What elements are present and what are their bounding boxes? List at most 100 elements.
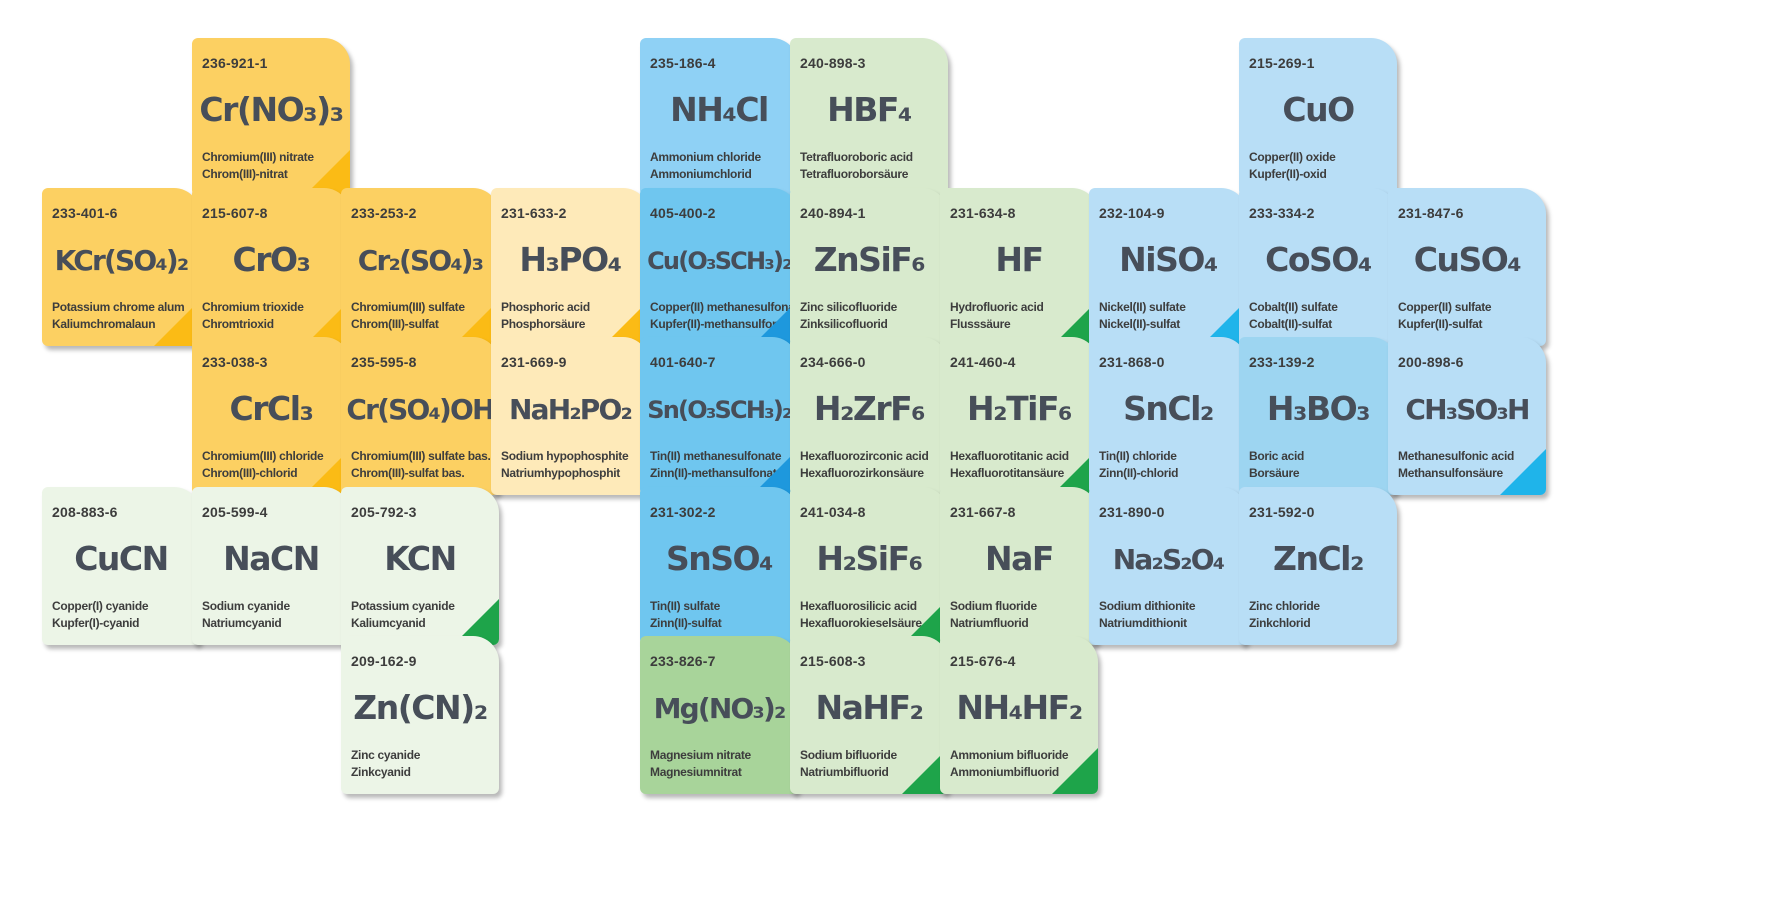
english-name: Zinc chloride: [1249, 599, 1320, 613]
english-name: Copper(II) sulfate: [1398, 300, 1492, 314]
chemical-formula: Mg(NO₃)₂: [653, 692, 787, 725]
chemical-formula: HBF₄: [827, 90, 912, 129]
ec-number: 231-868-0: [1099, 354, 1165, 370]
ec-number: 234-666-0: [800, 354, 866, 370]
ec-number: 231-592-0: [1249, 504, 1315, 520]
german-name: Tetrafluoroborsäure: [800, 167, 909, 181]
german-name: Chromtrioxid: [202, 317, 274, 331]
ec-number: 233-401-6: [52, 205, 118, 221]
chemical-formula: CrO₃: [232, 240, 312, 279]
german-name: Kupfer(I)-cyanid: [52, 616, 140, 630]
german-name: Natriumfluorid: [950, 616, 1029, 630]
german-name: Zinkchlorid: [1249, 616, 1311, 630]
ec-number: 401-640-7: [650, 354, 716, 370]
german-name: Chrom(III)-sulfat bas.: [351, 466, 465, 480]
ec-number: 233-038-3: [202, 354, 268, 370]
english-name: Sodium cyanide: [202, 599, 290, 613]
german-name: Zinn(II)-chlorid: [1099, 466, 1179, 480]
german-name: Flusssäure: [950, 317, 1011, 331]
german-name: Phosphorsäure: [501, 317, 586, 331]
german-name: Kupfer(II)-sulfat: [1398, 317, 1483, 331]
ec-number: 231-890-0: [1099, 504, 1165, 520]
english-name: Ammonium chloride: [650, 150, 761, 164]
chemical-formula: H₃PO₄: [519, 240, 622, 279]
ec-number: 236-921-1: [202, 55, 268, 71]
german-name: Zinn(II)-sulfat: [650, 616, 722, 630]
german-name: Natriumbifluorid: [800, 765, 889, 779]
english-name: Sodium bifluoride: [800, 748, 897, 762]
chemical-formula: H₂ZrF₆: [813, 389, 926, 428]
english-name: Tetrafluoroboric acid: [800, 150, 913, 164]
ec-number: 233-826-7: [650, 653, 716, 669]
english-name: Methanesulfonic acid: [1398, 449, 1515, 463]
english-name: Cobalt(II) sulfate: [1249, 300, 1338, 314]
german-name: Cobalt(II)-sulfat: [1249, 317, 1332, 331]
chemical-formula: Cr(SO₄)OH: [346, 393, 495, 426]
english-name: Ammonium bifluoride: [950, 748, 1069, 762]
ec-number: 215-269-1: [1249, 55, 1315, 71]
english-name: Zinc cyanide: [351, 748, 421, 762]
ec-number: 208-883-6: [52, 504, 118, 520]
english-name: Chromium(III) sulfate bas.: [351, 449, 491, 463]
english-name: Nickel(II) sulfate: [1099, 300, 1186, 314]
ec-number: 235-595-8: [351, 354, 417, 370]
ec-number: 233-139-2: [1249, 354, 1315, 370]
chemical-formula: Sn(O₃SCH₃)₂: [647, 396, 792, 424]
chemical-formula: CuCN: [74, 539, 169, 578]
german-name: Natriumdithionit: [1099, 616, 1187, 630]
chemical-formula: H₂TiF₆: [967, 389, 1072, 428]
chemical-formula: ZnCl₂: [1273, 539, 1364, 578]
chemical-formula: CoSO₄: [1265, 240, 1372, 279]
ec-number: 215-608-3: [800, 653, 866, 669]
chemical-formula: SnCl₂: [1123, 389, 1214, 428]
chemical-formula: Cu(O₃SCH₃)₂: [647, 247, 793, 275]
ec-number: 233-334-2: [1249, 205, 1315, 221]
english-name: Hexafluorozirconic acid: [800, 449, 929, 463]
english-name: Zinc silicofluoride: [800, 300, 897, 314]
ec-number: 231-302-2: [650, 504, 716, 520]
german-name: Nickel(II)-sulfat: [1099, 317, 1180, 331]
german-name: Hexafluorozirkonsäure: [800, 466, 924, 480]
chemical-formula: KCN: [384, 539, 457, 578]
ec-number: 205-792-3: [351, 504, 417, 520]
ec-number: 215-607-8: [202, 205, 268, 221]
german-name: Hexafluorokieselsäure: [800, 616, 922, 630]
english-name: Chromium(III) nitrate: [202, 150, 314, 164]
ec-number: 231-634-8: [950, 205, 1016, 221]
chemical-formula: CuO: [1282, 90, 1355, 129]
ec-number: 241-460-4: [950, 354, 1016, 370]
german-name: Kaliumchromalaun: [52, 317, 156, 331]
chemical-formula: Cr₂(SO₄)₃: [357, 244, 484, 277]
chemical-formula: ZnSiF₆: [813, 240, 926, 279]
english-name: Sodium fluoride: [950, 599, 1037, 613]
english-name: Copper(II) oxide: [1249, 150, 1336, 164]
chemical-formula: KCr(SO₄)₂: [54, 244, 189, 277]
chemical-formula: NaH₂PO₂: [508, 393, 633, 426]
ec-number: 205-599-4: [202, 504, 268, 520]
english-name: Sodium hypophosphite: [501, 449, 629, 463]
german-name: Magnesiumnitrat: [650, 765, 742, 779]
corner-marker-icon: [1500, 449, 1546, 495]
